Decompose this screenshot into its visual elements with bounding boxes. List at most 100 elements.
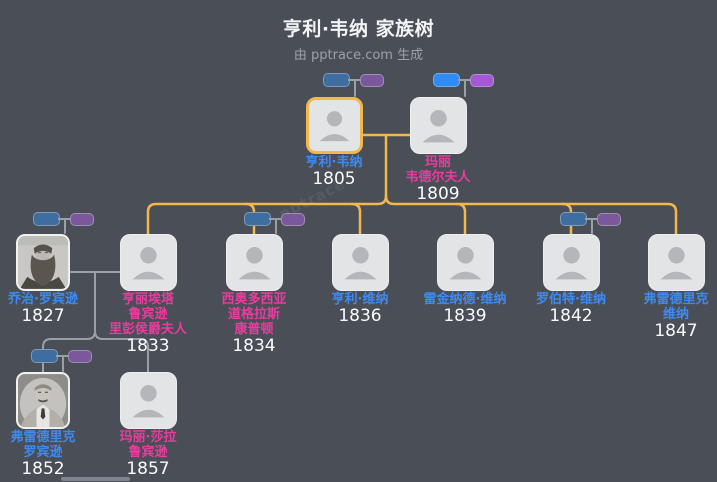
parent-connectors <box>146 133 678 236</box>
person-name: 西奥多西亚道格拉斯康普顿 <box>221 292 287 337</box>
male-badge-icon <box>560 212 587 226</box>
drop-reginald <box>455 202 467 236</box>
person-year: 1857 <box>126 459 170 479</box>
couple-badge-mary[interactable] <box>433 73 494 87</box>
male-badge-icon <box>433 73 460 87</box>
robert-vena-label: 罗伯特·维纳 1842 <box>511 292 631 326</box>
frederick-vena-avatar-card[interactable] <box>647 234 705 291</box>
person-year: 1834 <box>232 336 276 356</box>
horizontal-scrollbar-thumb[interactable] <box>61 477 130 481</box>
mary-wedell-label: 玛丽韦德尔夫人 1809 <box>378 155 498 204</box>
henrietta-robinson-label: 亨丽埃塔鲁宾逊里彭侯爵夫人 1833 <box>88 292 208 356</box>
person-silhouette-icon <box>555 247 587 280</box>
male-badge-icon <box>323 73 350 87</box>
george-robinson-label: 乔治·罗宾逊 1827 <box>0 292 103 326</box>
person-node-henry-wayner[interactable]: 亨利·韦纳 1805 <box>274 97 394 189</box>
person-node-george-robinson[interactable]: 乔治·罗宾逊 1827 <box>0 234 103 326</box>
badge-link-line <box>58 218 72 220</box>
female-badge-icon <box>597 213 621 226</box>
person-year: 1833 <box>126 336 170 356</box>
henry-wayner-avatar-card[interactable] <box>305 97 363 154</box>
reginald-vena-label: 雷金纳德·维纳 1839 <box>405 292 525 326</box>
henry-vena-avatar-card[interactable] <box>331 234 389 291</box>
theodosia-douglas-avatar-card[interactable] <box>225 234 283 291</box>
badge-link-line <box>585 218 599 220</box>
person-silhouette-icon <box>238 247 270 280</box>
drop-henry-vena <box>350 202 362 236</box>
children-bus-right <box>384 194 678 236</box>
drop-robert <box>561 202 573 236</box>
couple-badge-frederick-robinson[interactable] <box>31 349 92 363</box>
person-name: 罗伯特·维纳 <box>536 292 606 307</box>
person-node-frederick-robinson[interactable]: 弗雷德里克罗宾逊 1852 <box>0 372 103 479</box>
badge-link-line <box>458 79 472 81</box>
person-silhouette-icon <box>422 110 454 143</box>
person-year: 1839 <box>443 306 487 326</box>
person-node-reginald-vena[interactable]: 雷金纳德·维纳 1839 <box>405 234 525 326</box>
male-badge-icon <box>31 349 58 363</box>
female-badge-icon <box>68 350 92 363</box>
drop-theodosia <box>244 202 256 236</box>
mary-sarah-label: 玛丽·莎拉鲁宾逊 1857 <box>88 430 208 479</box>
person-name: 亨利·维纳 <box>331 292 389 307</box>
male-badge-icon <box>33 212 60 226</box>
henry-wayner-label: 亨利·韦纳 1805 <box>274 155 394 189</box>
frederick-robinson-label: 弗雷德里克罗宾逊 1852 <box>0 430 103 479</box>
reginald-vena-avatar-card[interactable] <box>436 234 494 291</box>
person-silhouette-icon <box>132 247 164 280</box>
robinson-children-bus-right <box>94 330 149 373</box>
person-silhouette-icon <box>319 111 349 142</box>
george-robinson-photo <box>18 236 68 289</box>
couple-badge-theodosia[interactable] <box>244 212 305 226</box>
badge-link-line <box>56 355 70 357</box>
henrietta-robinson-avatar-card[interactable] <box>119 234 177 291</box>
frederick-vena-label: 弗雷德里克维纳 1847 <box>616 292 717 341</box>
person-name: 亨利·韦纳 <box>305 155 363 170</box>
couple-badge-robert[interactable] <box>560 212 621 226</box>
couple-badge-george[interactable] <box>33 212 94 226</box>
person-name: 玛丽韦德尔夫人 <box>405 155 471 185</box>
frederick-robinson-avatar-card[interactable] <box>16 372 70 429</box>
george-robinson-avatar-card[interactable] <box>16 234 70 291</box>
person-node-henrietta-robinson[interactable]: 亨丽埃塔鲁宾逊里彭侯爵夫人 1833 <box>88 234 208 356</box>
person-node-frederick-vena[interactable]: 弗雷德里克维纳 1847 <box>616 234 717 341</box>
female-badge-icon <box>360 74 384 87</box>
mary-wedell-avatar-card[interactable] <box>409 97 467 154</box>
person-year: 1805 <box>312 169 356 189</box>
person-year: 1847 <box>654 321 698 341</box>
male-badge-icon <box>244 212 271 226</box>
henry-vena-label: 亨利·维纳 1836 <box>300 292 420 326</box>
person-name: 雷金纳德·维纳 <box>423 292 507 307</box>
page-title: 亨利·韦纳 家族树 <box>282 18 435 40</box>
female-badge-icon <box>70 213 94 226</box>
theodosia-douglas-label: 西奥多西亚道格拉斯康普顿 1834 <box>194 292 314 356</box>
person-silhouette-icon <box>660 247 692 280</box>
person-name: 弗雷德里克罗宾逊 <box>10 430 76 460</box>
page-subtitle: 由 pptrace.com 生成 <box>293 48 424 63</box>
frederick-robinson-photo <box>18 374 68 427</box>
person-year: 1852 <box>21 459 65 479</box>
person-year: 1809 <box>416 184 460 204</box>
person-node-theodosia-douglas[interactable]: 西奥多西亚道格拉斯康普顿 1834 <box>194 234 314 356</box>
robert-vena-avatar-card[interactable] <box>542 234 600 291</box>
mary-sarah-avatar-card[interactable] <box>119 372 177 429</box>
spouse-connectors <box>42 79 593 373</box>
couple-badge-henry-wayner[interactable] <box>323 73 384 87</box>
person-node-robert-vena[interactable]: 罗伯特·维纳 1842 <box>511 234 631 326</box>
person-silhouette-icon <box>132 385 164 418</box>
person-node-mary-sarah-robinson[interactable]: 玛丽·莎拉鲁宾逊 1857 <box>88 372 208 479</box>
person-name: 乔治·罗宾逊 <box>8 292 78 307</box>
person-name: 亨丽埃塔鲁宾逊里彭侯爵夫人 <box>108 292 187 337</box>
person-name: 玛丽·莎拉鲁宾逊 <box>119 430 177 460</box>
person-node-henry-vena[interactable]: 亨利·维纳 1836 <box>300 234 420 326</box>
person-year: 1827 <box>21 306 65 326</box>
person-silhouette-icon <box>344 247 376 280</box>
person-year: 1842 <box>549 306 593 326</box>
person-silhouette-icon <box>449 247 481 280</box>
female-badge-icon <box>281 213 305 226</box>
badge-link-line <box>348 79 362 81</box>
female-badge-icon <box>470 74 494 87</box>
person-node-mary-wedell[interactable]: 玛丽韦德尔夫人 1809 <box>378 97 498 204</box>
